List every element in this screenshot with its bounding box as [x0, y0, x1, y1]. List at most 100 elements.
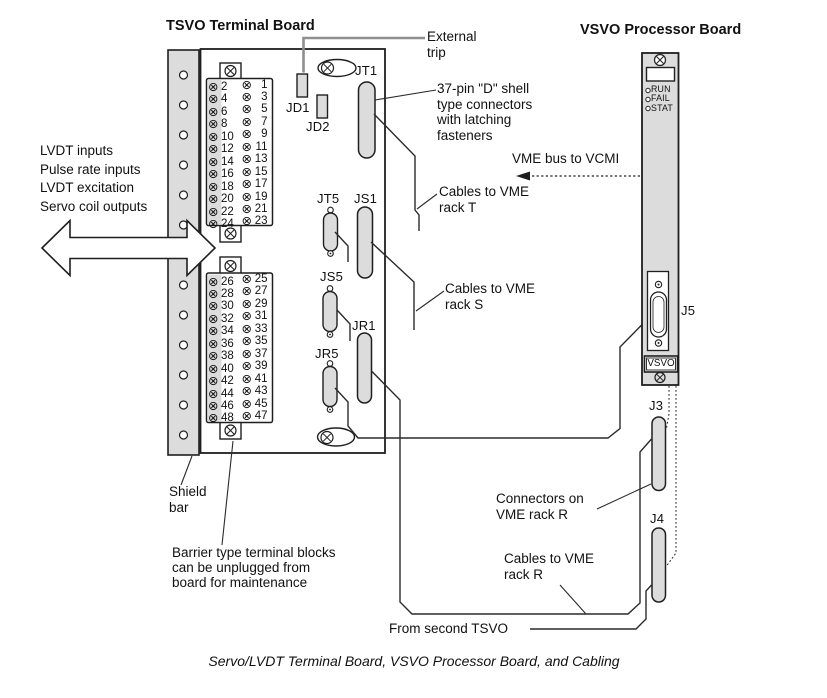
io-direction-arrow-icon: [40, 218, 217, 278]
terminal-screw-icon: ⊗: [208, 373, 219, 389]
terminal-row: ⊗44⊗43: [207, 385, 272, 401]
cable-jr1-j3: [371, 370, 653, 615]
shield-bar-label: Shield bar: [169, 484, 207, 515]
io-label-pulse-rate: Pulse rate inputs: [40, 161, 141, 177]
cable-jt1-rack-t: [373, 113, 420, 231]
js5-connector: [322, 285, 338, 338]
leader-rack-s: [415, 290, 445, 312]
terminal-row: ⊗2⊗1: [207, 78, 272, 94]
connectors-rack-r-label: Connectors on VME rack R: [496, 491, 584, 522]
dotted-to-j3: [666, 386, 670, 429]
terminal-screw-icon: ⊗: [208, 91, 219, 107]
leader-shield-bar: [180, 455, 193, 486]
run-led: [645, 87, 651, 94]
led-indicators: [645, 87, 651, 112]
terminal-screw-icon: ⊗: [208, 398, 219, 413]
terminal-number: 8: [221, 118, 228, 131]
terminal-number: 24: [221, 217, 234, 230]
terminal-number: 9: [261, 128, 268, 141]
terminal-number: 15: [254, 165, 268, 178]
js1-connector: [356, 206, 374, 279]
terminal-number: 4: [221, 93, 228, 106]
terminal-screw-icon: ⊗: [208, 323, 219, 339]
terminal-number: 19: [254, 190, 268, 203]
terminal-number: 44: [221, 387, 234, 400]
vme-backplane-dotted: [666, 386, 677, 567]
terminal-screw-icon: ⊗: [241, 201, 252, 216]
io-label-lvdt-excitation: LVDT excitation: [40, 180, 135, 195]
vsvo-board: [641, 52, 680, 386]
terminal-screw-icon: ⊗: [241, 407, 252, 423]
jr1-label: JR1: [352, 318, 376, 333]
terminal-number: 38: [221, 350, 234, 363]
fail-led-label: FAIL: [651, 93, 670, 104]
screw-icon: [653, 53, 667, 67]
terminal-number: 13: [254, 153, 268, 166]
terminal-row: ⊗24⊗23: [207, 215, 272, 231]
terminal-screw-icon: ⊗: [208, 191, 219, 207]
led-labels: RUN FAIL STAT: [651, 84, 673, 113]
run-led-label: RUN: [651, 84, 671, 94]
jr5-label: JR5: [315, 346, 339, 361]
terminal-screw-icon: ⊗: [241, 163, 252, 179]
terminal-screw-icon: ⊗: [241, 395, 252, 411]
terminal-screw-icon: ⊗: [208, 215, 219, 231]
terminal-screw-icon: ⊗: [241, 151, 252, 167]
cable-js1-rack-s: [370, 241, 415, 330]
terminal-number: 31: [254, 310, 268, 323]
cable-jr5-j5: [334, 316, 650, 439]
terminal-number: 12: [221, 143, 234, 156]
terminal-number: 40: [221, 362, 234, 375]
terminal-number: 32: [221, 312, 234, 325]
terminal-number: 22: [221, 205, 234, 218]
from-second-tsvo-label: From second TSVO: [389, 621, 509, 636]
j4-connector: [651, 527, 667, 603]
cables-rack-r-label: Cables to VME rack R: [504, 551, 595, 582]
fail-led: [645, 96, 651, 103]
terminal-number: 5: [261, 103, 268, 116]
jr1-connector: [356, 332, 373, 404]
terminal-number: 48: [221, 412, 234, 425]
terminal-screw-icon: ⊗: [208, 178, 219, 194]
terminal-row: ⊗38⊗37: [207, 345, 272, 363]
terminal-row: ⊗4⊗3: [207, 90, 272, 107]
terminal-number: 47: [254, 409, 268, 422]
barrier-note-label: Barrier type terminal blocks can be unpl…: [172, 545, 336, 591]
terminal-number: 30: [221, 300, 234, 313]
external-trip-label: External trip: [427, 29, 477, 60]
jd1-label: JD1: [286, 100, 310, 115]
terminal-number: 16: [221, 168, 234, 181]
screw-icon: [654, 371, 666, 384]
terminal-screw-icon: ⊗: [241, 345, 252, 361]
terminal-number: 46: [221, 400, 234, 412]
terminal-number: 37: [254, 347, 268, 360]
terminal-number: 2: [221, 81, 228, 93]
vme-bus-label: VME bus to VCMI: [512, 151, 620, 166]
terminal-number: 23: [254, 215, 268, 228]
cable-js5-stub: [336, 309, 351, 341]
terminal-number: 29: [254, 297, 268, 310]
js1-label: JS1: [354, 191, 378, 206]
terminal-number: 27: [254, 285, 268, 298]
tsvo-board-title: TSVO Terminal Board: [166, 18, 315, 34]
terminal-number: 17: [254, 178, 268, 191]
io-signal-labels: LVDT inputs Pulse rate inputs LVDT excit…: [40, 142, 147, 216]
terminal-row: ⊗46⊗45: [207, 395, 272, 413]
cables-rack-s-label: Cables to VME rack S: [445, 281, 536, 312]
mounting-screw-top: [317, 58, 357, 78]
terminal-row: ⊗8⊗7: [207, 115, 272, 132]
terminal-row: ⊗48⊗47: [207, 407, 272, 425]
terminal-number: 7: [261, 115, 268, 128]
terminal-number: 14: [221, 155, 234, 168]
terminal-screw-icon: ⊗: [208, 79, 219, 94]
jd2-label: JD2: [306, 119, 330, 134]
terminal-number: 35: [254, 335, 268, 348]
external-trip-line: [302, 36, 425, 73]
terminal-screw-icon: ⊗: [208, 116, 219, 132]
terminal-row: ⊗26⊗25: [207, 272, 272, 287]
jt5-label: JT5: [317, 191, 340, 206]
terminal-row: ⊗28⊗27: [207, 285, 272, 300]
js5-label: JS5: [320, 269, 344, 284]
terminal-number: 21: [254, 203, 268, 215]
terminal-screw-icon: ⊗: [208, 385, 219, 401]
